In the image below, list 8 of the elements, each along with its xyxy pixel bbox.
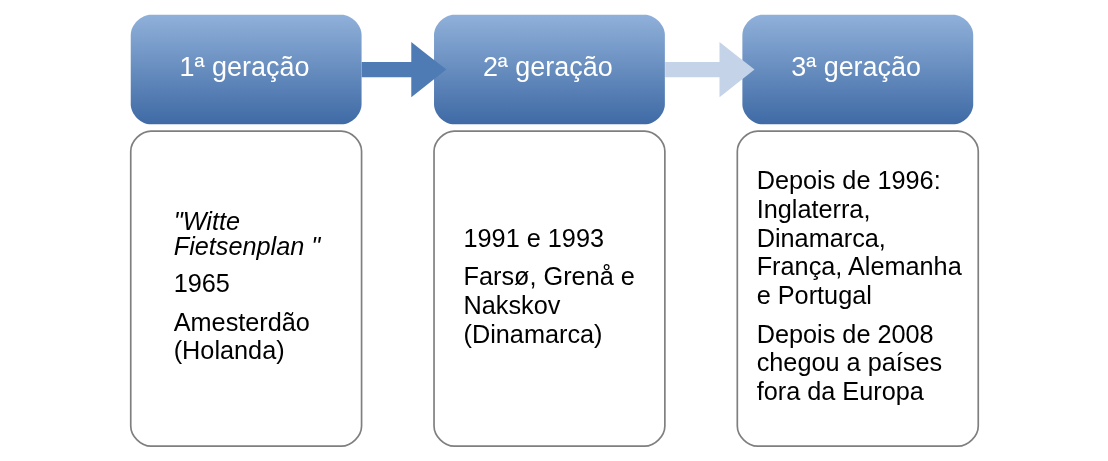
node-box: 3ª geração <box>741 14 973 125</box>
arrow <box>664 42 754 98</box>
arrow <box>361 42 446 98</box>
node-box: 1991 e 1993 Farsø, Grenå e Nakskov (Dinamarca) <box>432 130 666 447</box>
node-box: 1ª geração <box>130 14 362 125</box>
node-box: Depois de 1996: Inglaterra, Dinamarca, França, Alemanha e Portugal Depois de 2008 chegou a países fora da Europa <box>736 130 979 447</box>
node-box: 2ª geração <box>433 14 665 125</box>
node-box: "Witte Fietsenplan " 1965 Amesterdão (Holanda) <box>129 130 362 447</box>
